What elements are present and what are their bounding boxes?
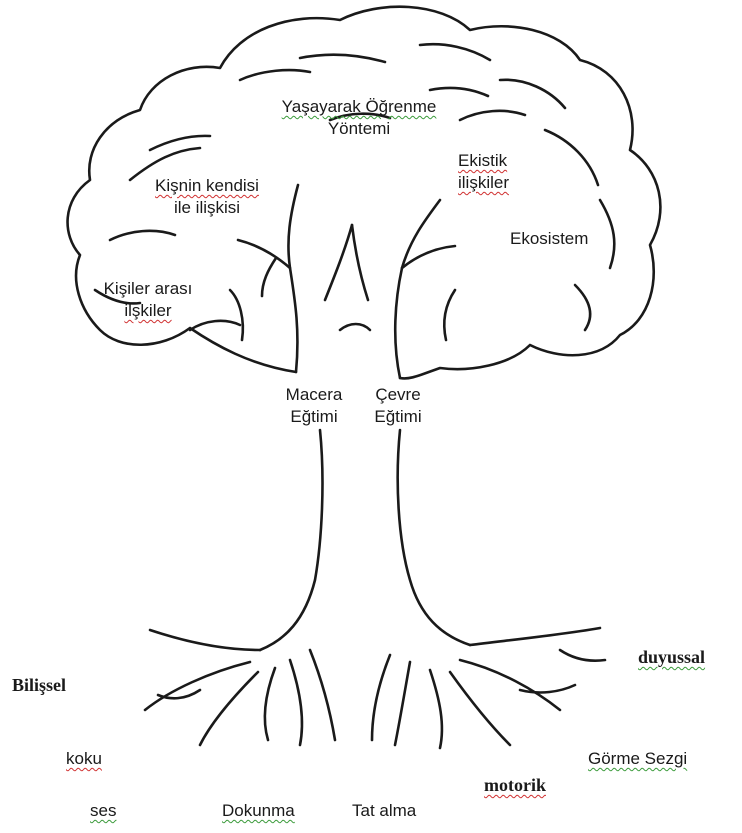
ecosystem-text: Ekosistem [510, 229, 588, 248]
sensory-label: duyussal [638, 646, 705, 668]
smell-label: koku [66, 748, 102, 770]
self-relation-line2: ile ilişkisi [174, 198, 240, 217]
trunk-left [260, 430, 322, 650]
learning-method-line2: Yöntemi [328, 119, 390, 138]
ecosystem-label: Ekosistem [510, 228, 588, 250]
motor-label: motorik [484, 774, 546, 796]
ekistic-label: Ekistik ilişkiler [458, 150, 509, 194]
adventure-line2: Eğtimi [290, 407, 337, 426]
adventure-education-label: Macera Eğtimi [276, 384, 352, 428]
environment-line1: Çevre [375, 385, 420, 404]
self-relation-label: Kişnin kendisi ile ilişkisi [122, 175, 292, 219]
interpersonal-label: Kişiler arası ilşkiler [78, 278, 218, 322]
ekistic-line1: Ekistik [458, 151, 507, 170]
environment-education-label: Çevre Eğtimi [360, 384, 436, 428]
interpersonal-line2: ilşkiler [124, 301, 171, 320]
sight-intuition-label: Görme Sezgi [588, 748, 687, 770]
taste-label: Tat alma [352, 800, 416, 822]
touch-label: Dokunma [222, 800, 295, 822]
learning-method-label: Yaşayarak Öğrenme Yöntemi [246, 96, 472, 140]
learning-method-line1: Yaşayarak Öğrenme [282, 97, 437, 116]
cognitive-label: Bilişsel [12, 674, 66, 696]
trunk-right [398, 430, 470, 645]
ekistic-line2: ilişkiler [458, 173, 509, 192]
adventure-line1: Macera [286, 385, 343, 404]
self-relation-line1: Kişnin kendisi [155, 176, 259, 195]
interpersonal-line1: Kişiler arası [104, 279, 193, 298]
environment-line2: Eğtimi [374, 407, 421, 426]
sound-label: ses [90, 800, 116, 822]
